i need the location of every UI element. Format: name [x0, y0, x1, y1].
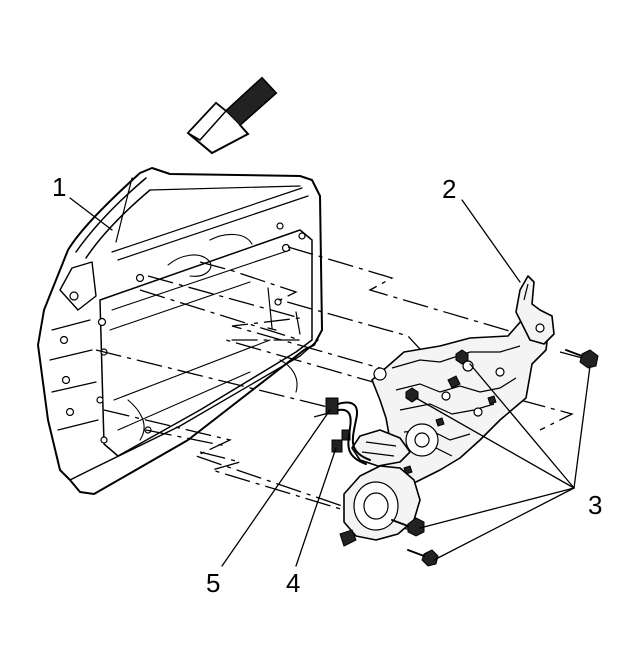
bolt-icon: [405, 387, 419, 403]
callout-3: 3: [588, 490, 602, 520]
wiring-harness-connector: [325, 397, 371, 465]
callout-1: 1: [52, 172, 66, 202]
leader-lines: [69, 197, 591, 567]
regulator-bolts: [391, 349, 599, 567]
direction-arrow-icon: [186, 76, 278, 155]
bolt-icon: [391, 517, 425, 537]
bolt-icon: [565, 349, 599, 369]
bolt-icon: [455, 349, 469, 365]
regulator-motor: [339, 429, 421, 547]
bolt-icon: [407, 549, 439, 567]
callout-2: 2: [442, 174, 456, 204]
callout-5: 5: [206, 568, 220, 598]
door-inner-panel: [37, 167, 323, 495]
window-regulator-assembly: [371, 275, 555, 487]
callout-4: 4: [286, 568, 300, 598]
